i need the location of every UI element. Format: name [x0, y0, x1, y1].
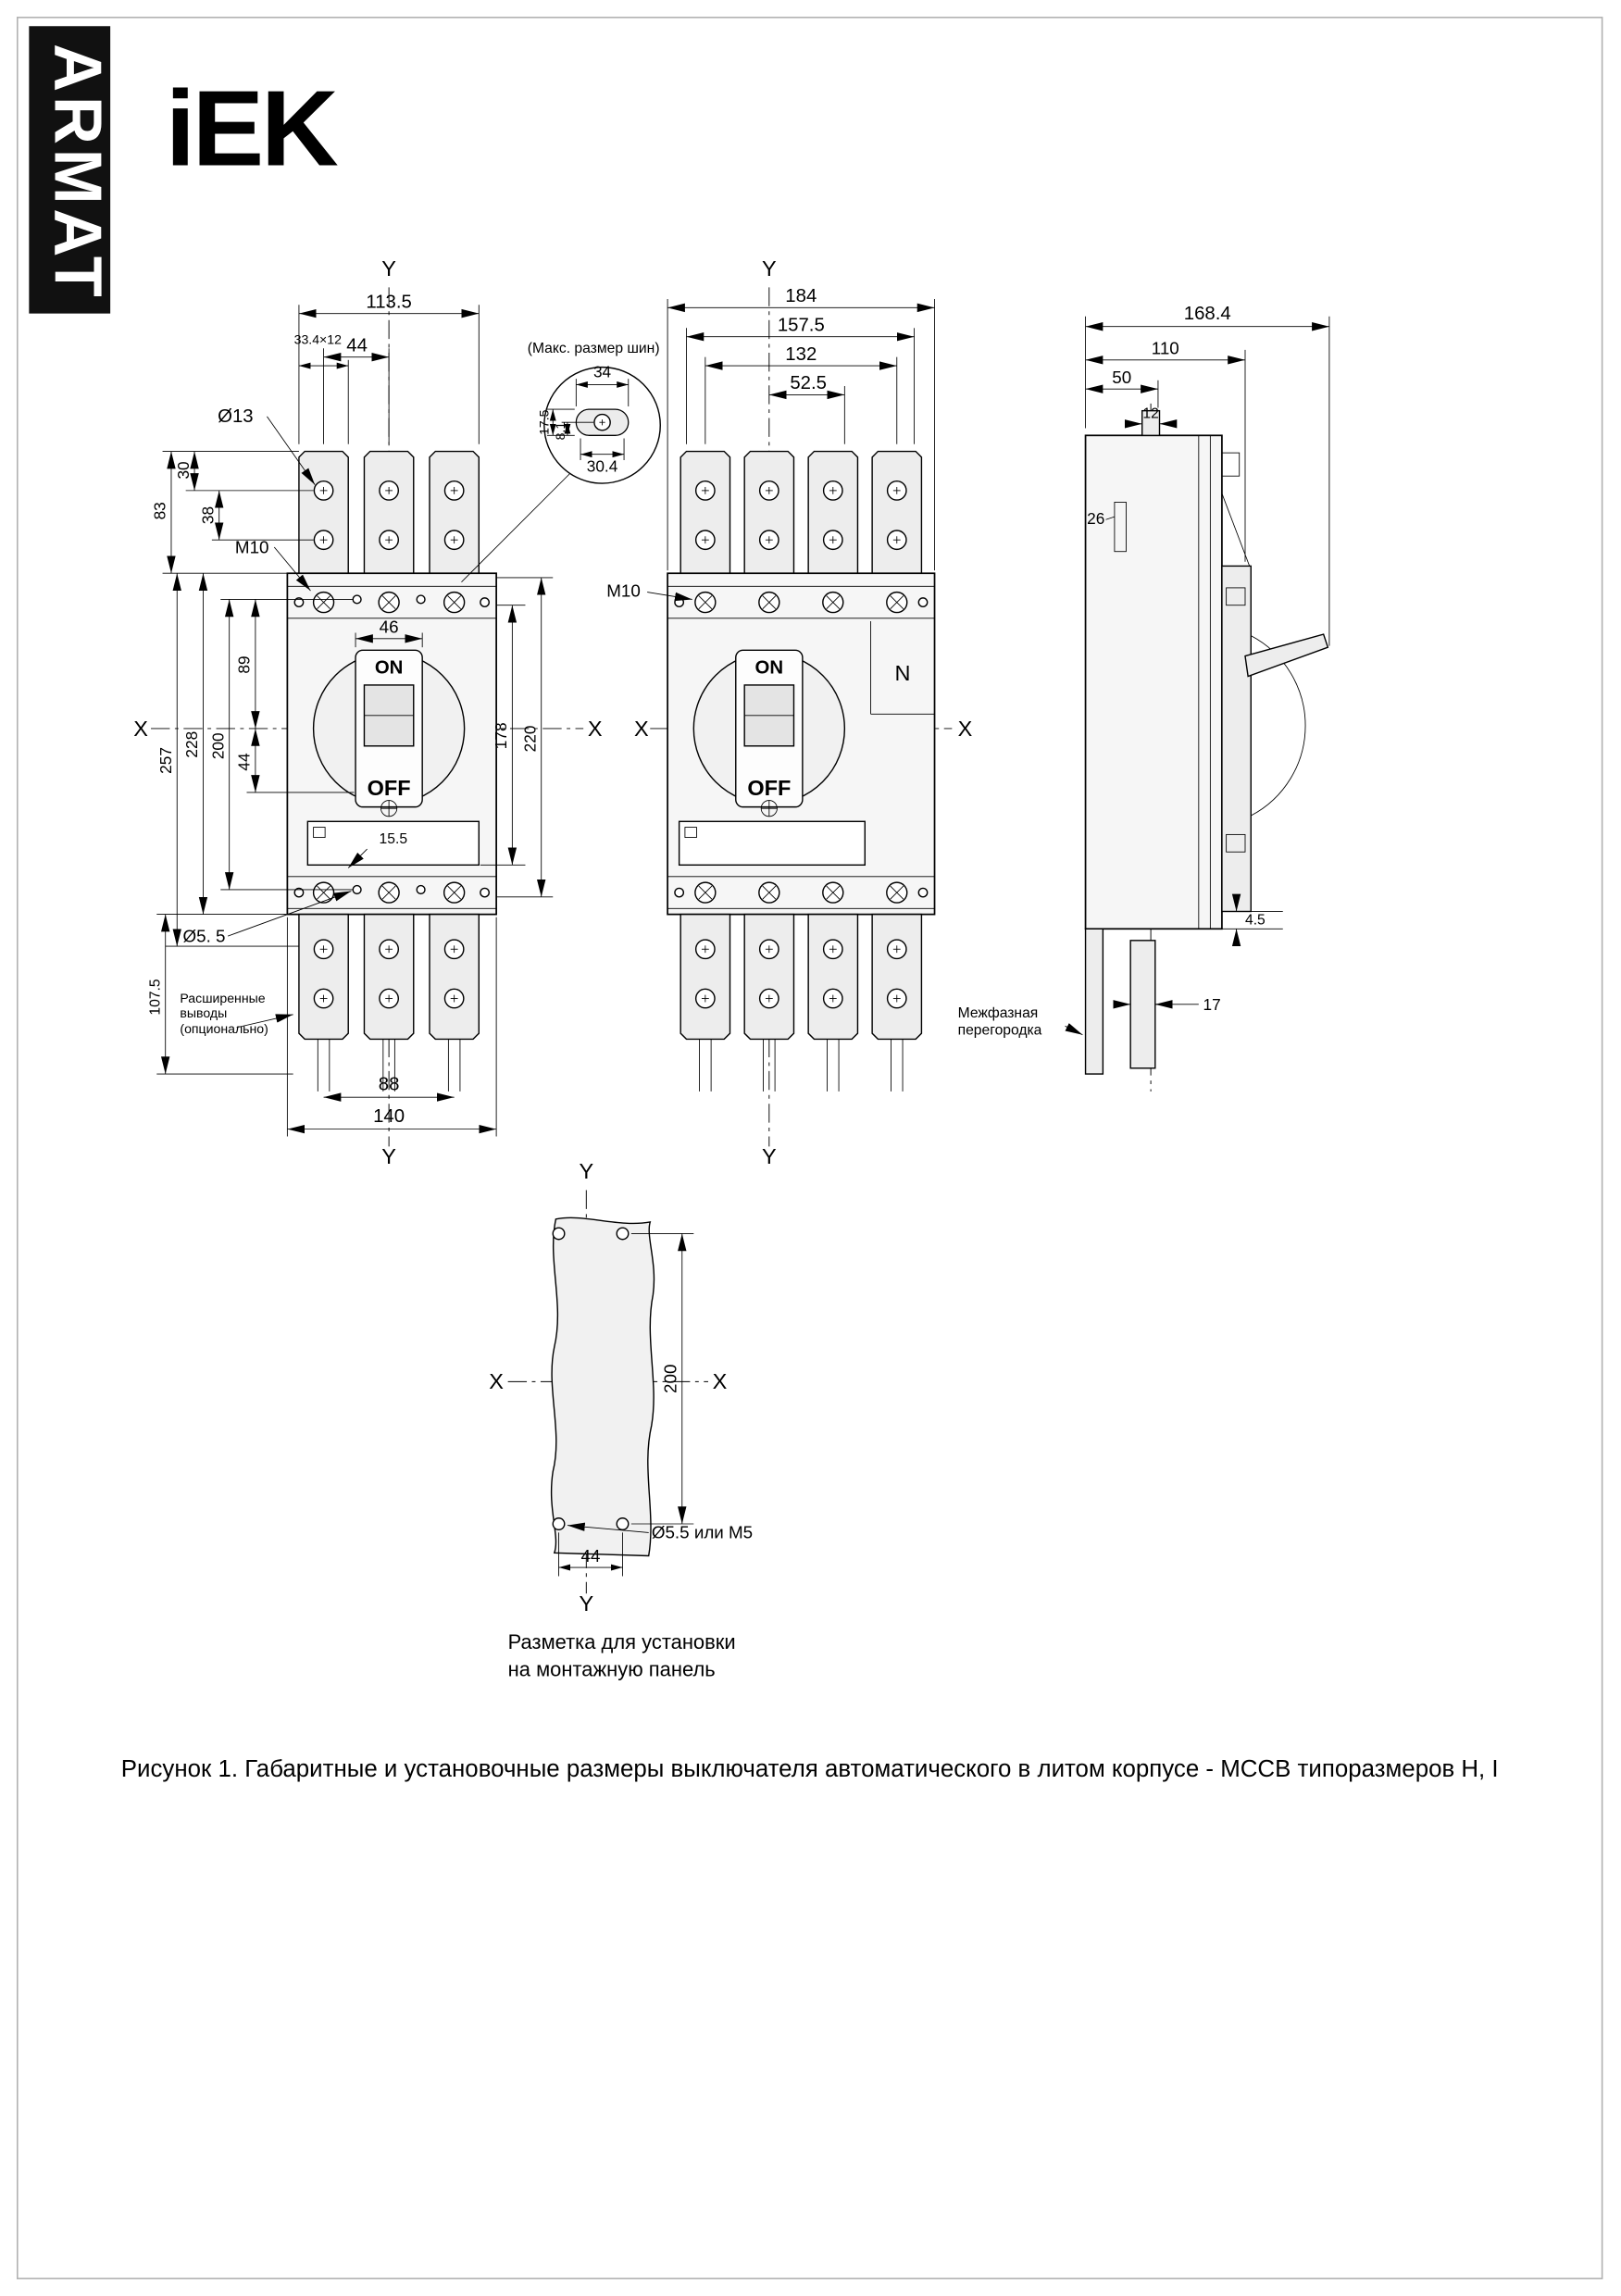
note-extended-2: выводы	[180, 1005, 227, 1020]
dim-44: 44	[581, 1546, 601, 1566]
note-extended-1: Расширенные	[180, 991, 265, 1005]
axis-y-top: Y	[381, 256, 396, 281]
axis-x-right: X	[958, 717, 973, 741]
front-view-4pole: N 184 157.5 132 52.5 M10 X X Y Y	[606, 256, 972, 1168]
dim-257: 257	[156, 747, 175, 774]
hole-spec-label: Ø5.5 или M5	[652, 1523, 753, 1542]
side-view: 168.4 110 50 12 26 4.5 17 Межфазная пере…	[958, 304, 1330, 1092]
dim-15-5: 15.5	[380, 831, 408, 847]
note-partition-2: перегородка	[958, 1023, 1042, 1039]
dim-44-handle: 44	[235, 753, 254, 771]
side-slot	[1114, 501, 1127, 553]
axis-y-top: Y	[579, 1159, 593, 1183]
thread-m10: M10	[606, 580, 641, 600]
mounting-caption-2: на монтажную панель	[508, 1658, 716, 1681]
dim-220: 220	[520, 726, 539, 753]
page-border	[17, 17, 1603, 2279]
dim-200: 200	[660, 1365, 680, 1393]
neutral-pole-label: N	[895, 661, 911, 685]
busbar-detail: 34 (Макс. размер шин) 17.5 8.1 30.4	[461, 341, 661, 582]
dim-33-4x12: 33.4×12	[294, 332, 342, 347]
mounting-panel-view: 200 44 Ø5.5 или M5 X X Y Y Разметка для …	[489, 1159, 753, 1681]
dim-30: 30	[174, 461, 193, 479]
thread-m10: M10	[235, 537, 269, 556]
axis-x-left: X	[133, 717, 148, 741]
dim-88: 88	[379, 1074, 400, 1094]
dim-83: 83	[151, 502, 169, 519]
dim-44-pitch: 44	[346, 335, 368, 356]
dim-34: 34	[593, 363, 612, 381]
dim-50: 50	[1112, 368, 1131, 387]
dim-46: 46	[380, 618, 399, 637]
side-body	[1084, 434, 1223, 930]
rating-plate	[306, 820, 480, 867]
axis-x-left: X	[634, 717, 649, 741]
axis-x-left: X	[489, 1369, 504, 1393]
axis-x-right: X	[713, 1369, 728, 1393]
dim-8-1: 8.1	[553, 422, 567, 441]
dim-4-5: 4.5	[1245, 913, 1266, 929]
dia-5-5: Ø5. 5	[183, 926, 226, 945]
dim-132: 132	[785, 344, 817, 365]
dim-89: 89	[235, 655, 254, 673]
dim-184: 184	[785, 286, 817, 306]
dim-157-5: 157.5	[778, 315, 825, 335]
dim-113-5: 113.5	[366, 292, 411, 312]
dim-178: 178	[492, 722, 510, 749]
terminal-barrier	[1129, 940, 1156, 1069]
figure-caption: Рисунок 1. Габаритные и установочные раз…	[121, 1756, 1499, 1782]
axis-y-bottom: Y	[381, 1144, 396, 1168]
operating-handle	[1244, 633, 1329, 678]
axis-x-right: X	[588, 717, 603, 741]
dim-30-4: 30.4	[587, 457, 618, 476]
busbar-title: (Макс. размер шин)	[528, 341, 660, 356]
front-cover	[1221, 565, 1252, 913]
panel-outline	[550, 1217, 655, 1557]
note-partition-1: Межфазная	[958, 1005, 1039, 1021]
axis-y-bottom: Y	[762, 1144, 777, 1168]
banner-label: ARMAT	[41, 44, 115, 301]
dim-110: 110	[1152, 339, 1179, 358]
axis-y-top: Y	[762, 256, 777, 281]
dim-107-5: 107.5	[147, 979, 163, 1015]
dim-168-4: 168.4	[1184, 304, 1231, 324]
dim-52-5: 52.5	[790, 373, 827, 393]
interphase-barrier	[1084, 928, 1104, 1075]
dim-228: 228	[182, 731, 201, 758]
dim-12: 12	[1142, 406, 1158, 422]
dim-26: 26	[1087, 509, 1104, 528]
banner-background	[29, 26, 111, 314]
axis-y-bottom: Y	[579, 1591, 593, 1616]
front-view-3pole: 113.5 44 33.4×12 Ø13 83 30 38 M10 257 22…	[133, 256, 603, 1168]
brand-logo: iEK	[166, 69, 338, 189]
brand-banner: ARMAT	[29, 26, 115, 314]
dim-200: 200	[208, 732, 227, 759]
dia-13: Ø13	[218, 406, 253, 427]
dim-17-5: 17.5	[537, 409, 552, 435]
rating-plate	[678, 820, 866, 867]
dim-140: 140	[373, 1106, 405, 1127]
dim-38: 38	[198, 506, 217, 524]
dim-17: 17	[1203, 995, 1221, 1014]
mounting-caption-1: Разметка для установки	[508, 1630, 736, 1653]
